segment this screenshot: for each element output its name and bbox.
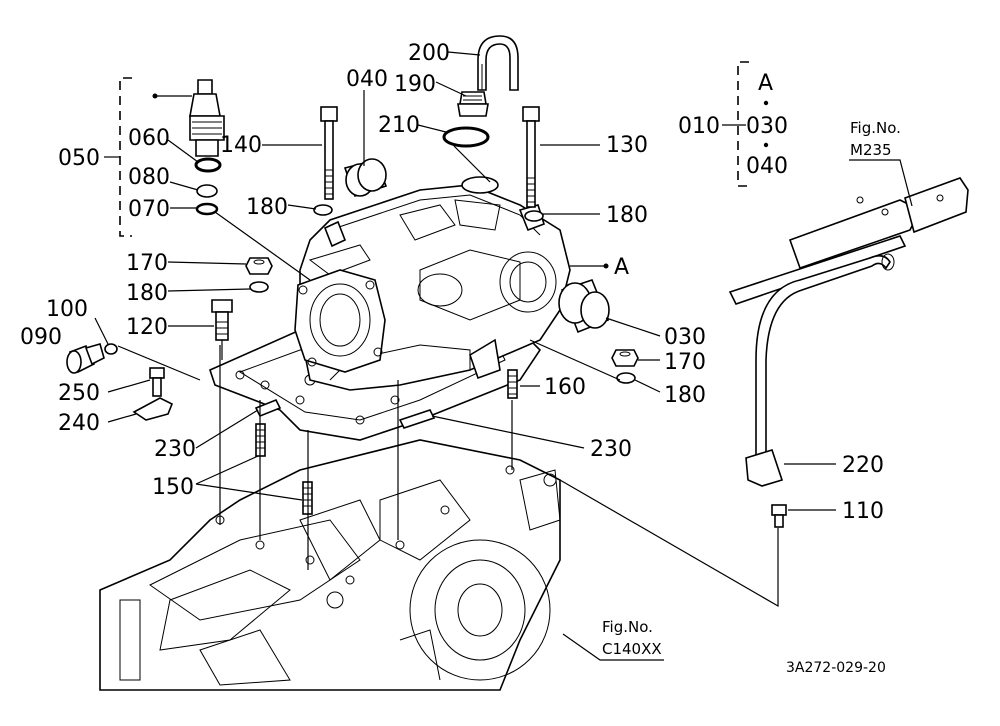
fig-ref-number-1: M235	[850, 141, 892, 159]
o-ring-070	[195, 202, 219, 216]
hydraulic-pipe-220	[745, 253, 895, 487]
o-ring-210	[442, 126, 490, 148]
callout-090: 090	[20, 325, 62, 350]
relief-valve-050	[189, 79, 225, 157]
callout-060: 060	[128, 126, 170, 151]
nut-170-a	[245, 257, 273, 275]
callout-group-040: 040	[746, 154, 788, 179]
callout-150: 150	[152, 475, 194, 500]
callout-140: 140	[220, 133, 262, 158]
callout-210: 210	[378, 113, 420, 138]
callout-030: 030	[664, 325, 706, 350]
callout-250: 250	[58, 381, 100, 406]
callout-240: 240	[58, 411, 100, 436]
main-housing	[294, 176, 571, 391]
callout-040: 040	[346, 67, 388, 92]
bolt-110	[771, 504, 787, 528]
callout-130: 130	[606, 133, 648, 158]
callout-070: 070	[128, 197, 170, 222]
fig-ref-label-1: Fig.No.	[850, 119, 901, 137]
lift-arm-bracket	[728, 177, 969, 305]
transmission-case	[99, 439, 561, 691]
o-ring-060	[194, 157, 222, 173]
fitting-190	[457, 91, 489, 117]
callout-170-b: 170	[664, 350, 706, 375]
drawing-code: 3A272-029-20	[786, 660, 886, 676]
bracket-240	[132, 397, 174, 421]
plug-120	[211, 299, 233, 341]
bolt-130	[522, 106, 540, 208]
o-ring-100	[104, 343, 118, 355]
fitting-090	[66, 343, 105, 374]
callout-080: 080	[128, 165, 170, 190]
callout-group-a: A	[758, 71, 773, 96]
spring-washer-180-b	[524, 210, 544, 222]
callout-110: 110	[842, 499, 884, 524]
callout-180-d: 180	[664, 383, 706, 408]
callout-160: 160	[544, 375, 586, 400]
spring-washer-180-d	[616, 372, 636, 384]
spring-washer-180-c	[249, 281, 269, 293]
fig-ref-number-2: C140XX	[602, 640, 662, 658]
callout-230-b: 230	[590, 437, 632, 462]
sleeve-030	[558, 279, 610, 334]
hydraulic-pipe-200	[477, 35, 519, 91]
fig-ref-label-2: Fig.No.	[602, 618, 653, 636]
callout-050: 050	[58, 146, 100, 171]
callout-180-b: 180	[606, 203, 648, 228]
callout-010: 010	[678, 114, 720, 139]
callout-a: A	[614, 255, 629, 280]
nut-170-b	[611, 349, 639, 367]
bolt-140	[320, 106, 338, 200]
callout-200: 200	[408, 41, 450, 66]
callout-190: 190	[394, 72, 436, 97]
callout-100: 100	[46, 297, 88, 322]
callout-230-a: 230	[154, 437, 196, 462]
washer-080	[196, 184, 218, 198]
callout-170-a: 170	[126, 251, 168, 276]
callout-180-c: 180	[126, 281, 168, 306]
callout-220: 220	[842, 453, 884, 478]
callout-120: 120	[126, 315, 168, 340]
bolt-250	[149, 367, 165, 397]
dowel-230-b	[398, 409, 436, 429]
spring-washer-180-a	[313, 204, 333, 216]
sleeve-040	[343, 158, 388, 197]
callout-180-a: 180	[246, 195, 288, 220]
leader-lines	[94, 51, 913, 661]
dowel-230-a	[254, 398, 282, 418]
stud-160	[507, 369, 518, 399]
callout-group-030: 030	[746, 114, 788, 139]
